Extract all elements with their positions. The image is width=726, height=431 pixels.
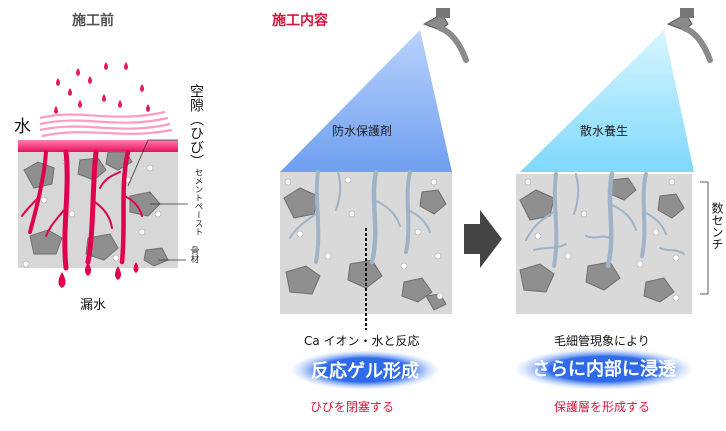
leader-lines: [127, 139, 188, 261]
pores-right: [524, 178, 680, 302]
label-cement-paste: セメントペースト: [193, 168, 203, 236]
label-capillary-note: 毛細管現象により: [554, 334, 650, 348]
label-depth: 数センチ: [712, 202, 724, 250]
leak-drops: [58, 262, 139, 288]
water-flow: [39, 110, 173, 138]
depth-bracket: [700, 181, 709, 295]
water-layer: [18, 140, 178, 152]
sprayer-icon-right: [666, 8, 713, 63]
result-sub-middle: ひびを閉塞する: [310, 400, 395, 414]
water-drops: [54, 62, 150, 114]
spray-beam-cyan: [520, 30, 694, 172]
heading-process: 施工内容: [272, 13, 328, 29]
result-pill-right: [514, 348, 694, 390]
label-leak: 漏水: [80, 298, 107, 313]
right-panel: [514, 8, 713, 390]
aggregate-stones-middle: [283, 187, 447, 311]
label-spray-middle: 防水保護剤: [332, 124, 393, 138]
result-title-right: さらに内部に浸透: [532, 359, 676, 380]
penetration-cracks-right: [525, 171, 685, 269]
middle-panel: [280, 8, 469, 390]
label-reaction-note: Ca イオン・水と反応: [304, 334, 420, 348]
arrow: [464, 210, 502, 268]
before-panel: [18, 62, 188, 288]
cracks-before: [21, 149, 143, 271]
aggregate-stones: [23, 151, 169, 267]
spray-beam-blue: [280, 30, 452, 172]
label-spray-right: 散水養生: [580, 124, 629, 138]
aggregate-stones-right: [519, 177, 685, 303]
result-pill-middle: [290, 350, 440, 390]
label-water: 水: [14, 117, 31, 137]
sprayer-icon: [422, 8, 469, 63]
label-void: 空隙（ひび）: [188, 84, 204, 168]
result-title-middle: 反応ゲル形成: [311, 361, 419, 382]
heading-before: 施工前: [72, 13, 114, 29]
sealed-cracks-middle: [289, 169, 431, 265]
pores-middle: [284, 176, 444, 300]
label-aggregate: 骨材: [189, 246, 199, 263]
result-sub-right: 保護層を形成する: [554, 400, 651, 414]
